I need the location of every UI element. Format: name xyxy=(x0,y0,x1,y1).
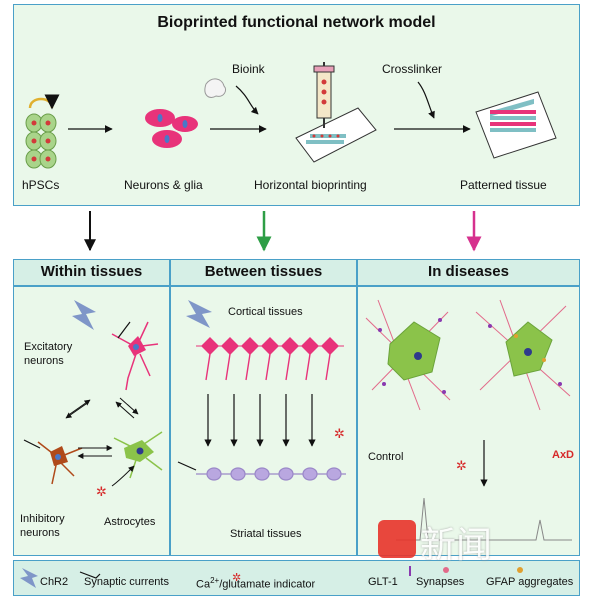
between-panel xyxy=(170,286,357,556)
label-axd: AxD xyxy=(552,449,575,461)
inhibitory-neuron xyxy=(23,439,83,485)
label-crosslinker: Crosslinker xyxy=(382,62,443,76)
label-cortical-tissues: Cortical tissues xyxy=(228,306,303,318)
label-excitatory-neurons: Excitatory neurons xyxy=(24,341,73,367)
legend-glt1: GLT-1 xyxy=(368,576,398,588)
label-striatal-tissues: Striatal tissues xyxy=(230,528,302,540)
legend-synaptic-icon xyxy=(79,571,101,579)
legend-gfap-aggregates: GFAP aggregates xyxy=(486,576,574,588)
label-astrocytes: Astrocytes xyxy=(104,516,156,528)
axd-astrocyte xyxy=(475,299,571,411)
legend-synapses-icon xyxy=(443,567,449,573)
legend-indicator: Ca2+/glutamate indicator xyxy=(196,576,315,591)
excitatory-neuron xyxy=(111,321,159,391)
label-control: Control xyxy=(368,451,404,463)
cortical-neurons xyxy=(196,337,344,381)
legend-synapses: Synapses xyxy=(416,576,465,588)
bioprinter xyxy=(295,62,377,163)
svg-text:✲: ✲ xyxy=(334,427,345,442)
legend-gfap-icon xyxy=(517,567,523,573)
patterned-tissue xyxy=(475,91,557,159)
legend-chr2: ChR2 xyxy=(40,576,69,588)
header-within-tissues: Within tissues xyxy=(13,259,170,286)
legend-indicator-icon: ✲ xyxy=(232,571,241,584)
chr2-icon xyxy=(72,300,96,330)
label-patterned-tissue: Patterned tissue xyxy=(460,178,547,192)
legend-indicator-ca: Ca xyxy=(196,578,211,591)
diseases-panel xyxy=(357,286,580,556)
legend-bar xyxy=(13,560,580,596)
legend-indicator-rest: /glutamate indicator xyxy=(219,578,316,591)
label-horizontal-bioprinting: Horizontal bioprinting xyxy=(254,178,367,192)
legend-chr2-icon xyxy=(20,568,38,588)
top-panel xyxy=(13,4,580,206)
striatal-neurons xyxy=(196,467,346,481)
label-bioink: Bioink xyxy=(232,62,265,76)
diagram-title: Bioprinted functional network model xyxy=(157,14,436,31)
header-in-diseases: In diseases xyxy=(357,259,580,286)
legend-indicator-sup: 2+ xyxy=(210,576,220,585)
neurons-glia-cells xyxy=(145,109,198,148)
label-neurons-glia: Neurons & glia xyxy=(124,178,203,192)
header-between-tissues: Between tissues xyxy=(170,259,357,286)
control-astrocyte xyxy=(365,299,451,411)
calcium-trace xyxy=(396,497,572,541)
indicator-icon: ✲ xyxy=(96,485,107,500)
watermark-text: 新闻 xyxy=(420,525,493,566)
label-hpscs: hPSCs xyxy=(22,178,60,192)
bioink-icon xyxy=(204,78,227,98)
label-inhibitory-neurons: Inhibitory neurons xyxy=(20,513,65,539)
hpscs-cells xyxy=(25,94,60,169)
legend-synaptic-currents: Synaptic currents xyxy=(84,576,169,588)
svg-text:✲: ✲ xyxy=(456,459,467,474)
watermark-logo xyxy=(378,520,416,558)
astrocyte xyxy=(113,431,163,479)
